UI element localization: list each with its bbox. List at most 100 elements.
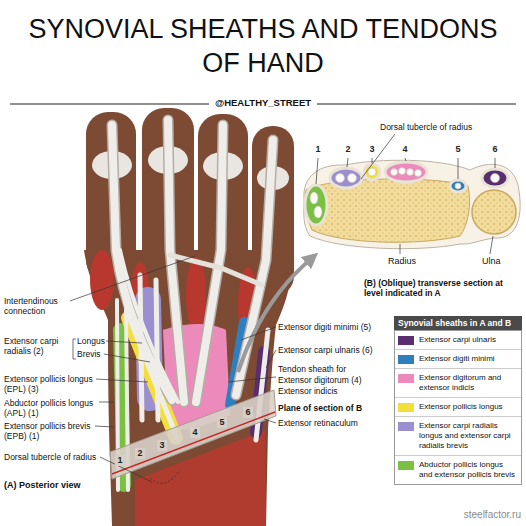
legend-swatch [398, 403, 414, 412]
compartment-number: 2 [343, 144, 352, 155]
part-label: Abductor pollicis longus (APL) (1) [4, 398, 108, 418]
tubercle-outline [150, 470, 180, 483]
view-caption: (A) Posterior view [4, 480, 81, 491]
legend-swatch [398, 374, 414, 383]
extensor-retinaculum [110, 390, 276, 479]
leader-line [490, 236, 493, 254]
part-label: Extensor digitorum (4) [278, 375, 362, 385]
leader-line [316, 158, 495, 184]
leader-line [96, 379, 148, 382]
intertendinous-band [170, 255, 262, 285]
tendon-cut [391, 169, 398, 176]
legend-text: Extensor carpi radialis longus and exten… [419, 421, 518, 451]
tendon-cut [336, 174, 345, 183]
part-label: Extensor retinaculum [278, 418, 358, 428]
legend-text: Abductor pollicis longus and extensor po… [419, 460, 518, 480]
part-label: Extensor carpi radialis (2) [4, 336, 70, 356]
leader-line [95, 426, 114, 427]
leader-line [400, 244, 401, 254]
part-label: Dorsal tubercle of radius [4, 452, 114, 462]
compartment-number: 4 [400, 144, 409, 155]
legend-row: Extensor carpi ulnaris [395, 331, 521, 349]
part-label: Tendon sheath for [278, 364, 346, 374]
leader-line [241, 327, 276, 340]
tendon-cut [348, 174, 357, 183]
section-caption: (B) (Oblique) transverse section at leve… [364, 278, 520, 298]
compartment-number: 1 [313, 144, 322, 155]
legend-swatch [398, 422, 414, 431]
tendon-cut [314, 206, 322, 218]
part-label: Longus [77, 336, 105, 346]
compartment-number: 1 [115, 455, 124, 466]
part-label: Extensor carpi ulnaris (6) [278, 345, 372, 355]
leader-line [264, 419, 276, 423]
compartments [305, 162, 508, 225]
plane-line [112, 412, 275, 474]
part-label: Extensor pollicis longus (EPL) (3) [4, 374, 108, 394]
compartment [385, 162, 427, 182]
tendon-cut [399, 168, 406, 175]
tendon-cut [310, 192, 318, 204]
tendons [112, 120, 273, 490]
leader-line [266, 350, 276, 368]
leader-line [99, 402, 114, 403]
legend-text: Extensor digiti minimi [419, 354, 495, 364]
leader-line [228, 377, 276, 382]
compartment [330, 168, 362, 188]
handle: @HEALTHY_STREET [209, 97, 317, 108]
bone-label: Radius [388, 256, 416, 267]
leader-line [106, 341, 142, 343]
leader-line [100, 457, 152, 482]
compartment-number: 3 [367, 144, 376, 155]
leader-line [361, 134, 395, 179]
compartment-number: 5 [453, 144, 462, 155]
part-label: Extensor digiti minimi (5) [278, 322, 371, 332]
bracket [73, 339, 76, 359]
ulna-bone [472, 190, 516, 234]
legend-text: Extensor pollicis longus [419, 402, 503, 412]
part-label: Extensor pollicis brevis (EPB) (1) [4, 421, 108, 441]
leader-line [70, 256, 195, 301]
tendon-cut [368, 168, 376, 176]
compartment-number: 6 [243, 407, 252, 418]
compartment-number: 2 [135, 448, 144, 459]
compartment [305, 185, 327, 225]
legend-row: Extensor digiti minimi [395, 349, 521, 368]
part-label: Extensor indicis [278, 386, 338, 396]
tendon-cut [415, 170, 422, 177]
legend-swatch [398, 336, 414, 345]
tendon [118, 270, 178, 440]
section [304, 160, 520, 248]
part-label: Plane of section of B [278, 403, 362, 413]
legend-row: Extensor pollicis longus [395, 397, 521, 416]
part-label: Dorsal tubercle of radius [380, 122, 472, 132]
legend-text: Extensor carpi ulnaris [419, 335, 496, 345]
leader-line [104, 354, 150, 362]
compartment-number: 6 [490, 144, 499, 155]
tendon-cut [407, 169, 414, 176]
title: SYNOVIAL SHEATHS AND TENDONS OF HAND [0, 12, 526, 80]
extensor-hoods [92, 146, 289, 190]
interosseous [186, 257, 206, 333]
legend-row: Abductor pollicis longus and extensor po… [395, 455, 521, 484]
legend-row: Extensor digitorum and extensor indicis [395, 368, 521, 397]
compartment-number: 5 [217, 417, 226, 428]
radius-bone [305, 179, 469, 242]
section-envelope [304, 160, 520, 248]
compartment [482, 169, 508, 187]
tendon-cut [455, 183, 461, 189]
interosseous [90, 250, 114, 310]
compartment-number: 4 [190, 427, 199, 438]
compartment [450, 180, 466, 192]
watermark: steelfactor.ru [464, 509, 521, 521]
bone-label: Ulna [482, 256, 501, 267]
compartment-number: 3 [157, 440, 166, 451]
part-label: Intertendinous connection [4, 296, 78, 316]
part-label: Brevis [77, 349, 101, 359]
legend-heading: Synovial sheaths in A and B [394, 316, 522, 330]
legend-swatch [398, 355, 414, 364]
tendon-cut [491, 174, 500, 183]
legend-row: Extensor carpi radialis longus and exten… [395, 416, 521, 455]
legend-box: Extensor carpi ulnarisExtensor digiti mi… [394, 330, 522, 485]
